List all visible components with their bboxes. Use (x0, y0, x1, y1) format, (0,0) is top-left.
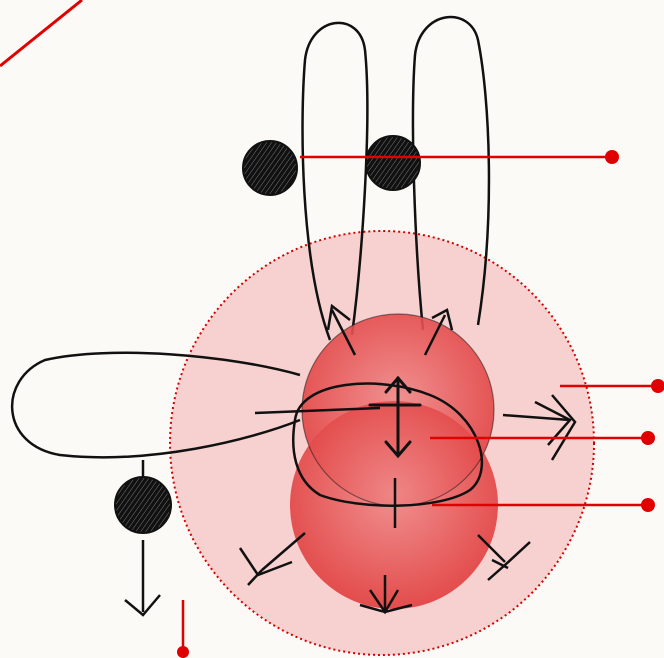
vesicle-left (243, 141, 297, 195)
corner-callout-line (0, 0, 82, 66)
vesicle-right (366, 136, 420, 190)
secreted-vesicle-callout (177, 600, 189, 658)
vesicle-callout (300, 150, 619, 164)
vesicle-secreted (115, 477, 171, 533)
